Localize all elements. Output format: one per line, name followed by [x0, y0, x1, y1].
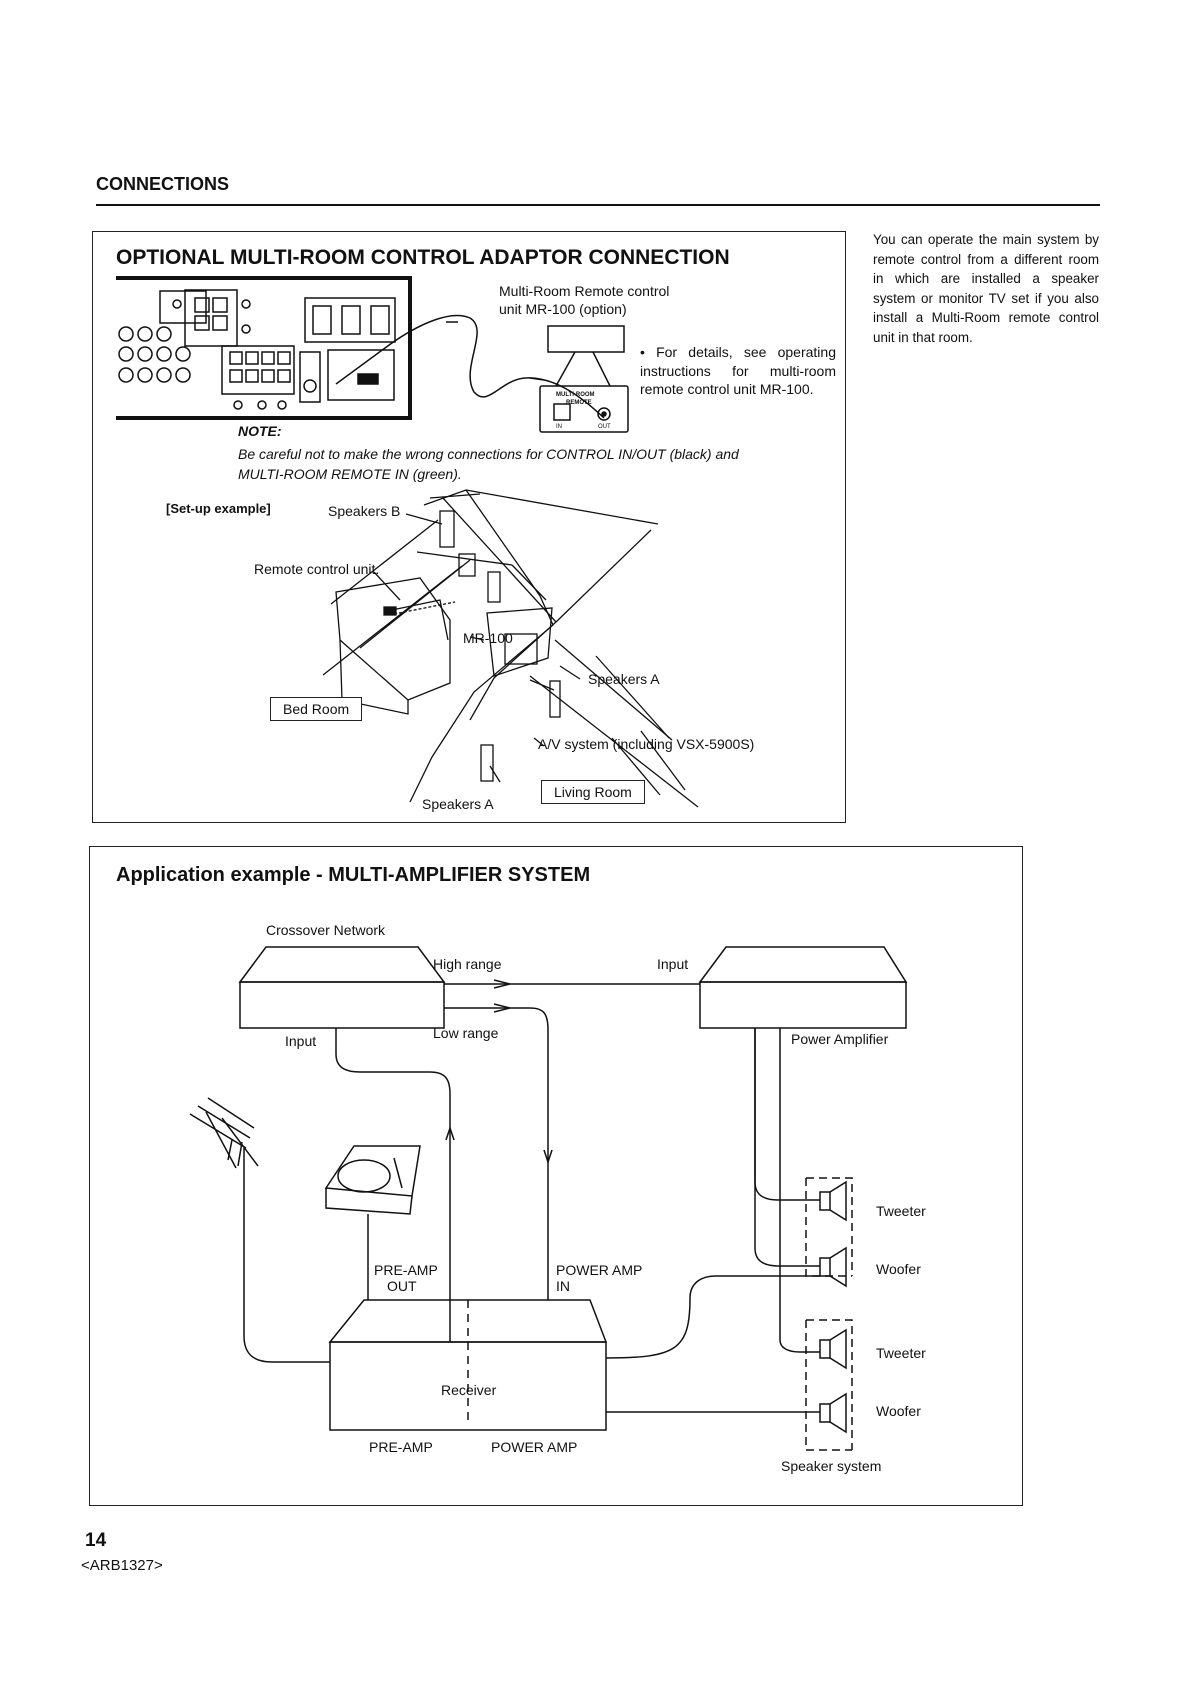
woofer-label-2: Woofer	[876, 1403, 921, 1419]
panel-label-1: MULTI-ROOM	[556, 392, 595, 398]
unit-label-2: unit MR-100 (option)	[499, 301, 627, 317]
page-number: 14	[85, 1530, 107, 1551]
remote-unit-label: Remote control unit.	[254, 561, 380, 577]
low-range-label: Low range	[433, 1025, 499, 1041]
speakers-b-label: Speakers B	[328, 503, 401, 519]
power-amp-in-label-2: IN	[556, 1278, 570, 1294]
multiamp-title: Application example - MULTI-AMPLIFIER SY…	[116, 864, 591, 886]
input-left-label: Input	[285, 1033, 317, 1049]
panel-in: IN	[556, 424, 562, 430]
note-heading: NOTE:	[238, 423, 282, 439]
doc-code: <ARB1327>	[81, 1557, 163, 1574]
bullet-details: • For details, see operating instruction…	[640, 344, 836, 397]
speakers-a-label-2: Speakers A	[422, 796, 494, 812]
panel-label-2: REMOTE	[566, 400, 592, 406]
multiroom-title: OPTIONAL MULTI-ROOM CONTROL ADAPTOR CONN…	[116, 246, 730, 269]
multiamp-drawing	[189, 946, 908, 1451]
room-setup-drawing	[322, 489, 699, 808]
living-room-label: Living Room	[541, 780, 645, 804]
tweeter-label-1: Tweeter	[876, 1203, 926, 1219]
woofer-label-1: Woofer	[876, 1261, 921, 1277]
section-title: CONNECTIONS	[96, 174, 230, 194]
sidebar-note: You can operate the main system by remot…	[873, 232, 1099, 345]
receiver-label: Receiver	[441, 1382, 497, 1398]
tweeter-label-2: Tweeter	[876, 1345, 926, 1361]
multiamp-frame	[89, 846, 1023, 1506]
header-rule	[96, 204, 1100, 206]
pre-amp-out-label-2: OUT	[387, 1278, 417, 1294]
speakers-a-label-1: Speakers A	[588, 671, 660, 687]
speaker-system-label: Speaker system	[781, 1458, 882, 1474]
multiroom-frame	[92, 231, 846, 823]
crossover-label: Crossover Network	[266, 922, 386, 938]
setup-label: [Set-up example]	[166, 501, 271, 516]
power-amplifier-label: Power Amplifier	[791, 1031, 889, 1047]
mr100-label: MR-100	[463, 630, 513, 646]
rear-panel-illustration	[116, 276, 412, 420]
pre-amp-out-label-1: PRE-AMP	[374, 1262, 438, 1278]
input-right-label: Input	[657, 956, 689, 972]
av-system-label: A/V system (including VSX-5900S)	[538, 736, 755, 752]
note-text: Be careful not to make the wrong connect…	[238, 446, 739, 482]
panel-out: OUT	[598, 424, 611, 430]
bed-room-label: Bed Room	[270, 697, 363, 721]
power-amp-in-label-1: POWER AMP	[556, 1262, 643, 1278]
high-range-label: High range	[433, 956, 502, 972]
unit-label-1: Multi-Room Remote control	[499, 283, 670, 299]
pre-amp-label: PRE-AMP	[369, 1439, 433, 1455]
power-amp-label: POWER AMP	[491, 1439, 578, 1455]
